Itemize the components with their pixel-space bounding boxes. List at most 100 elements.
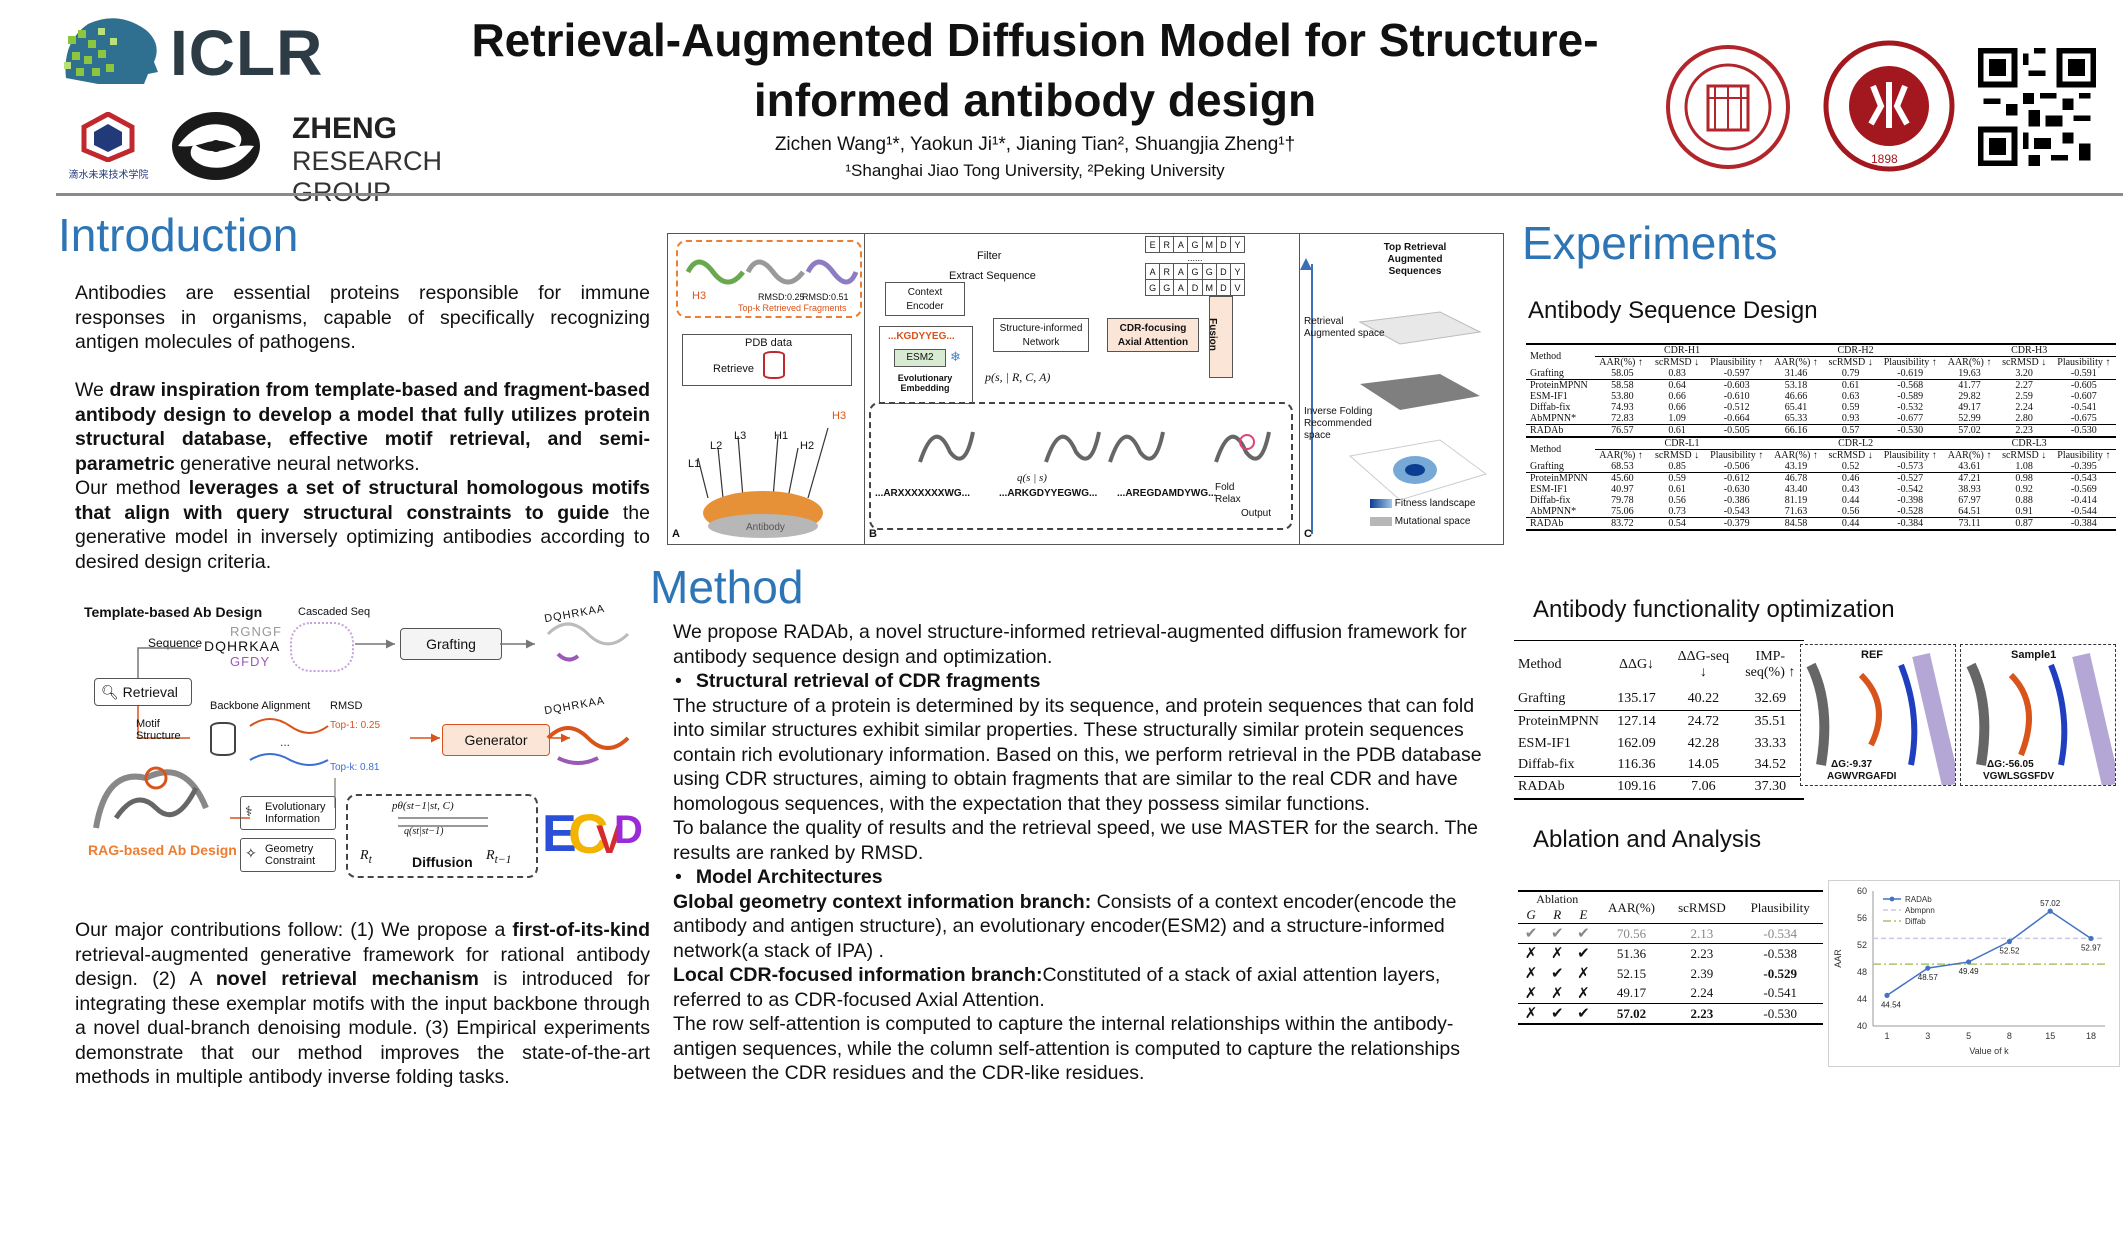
ref-structure-image[interactable]: REF ΔG:-9.37 AGWVRGAFDI [1800, 644, 1960, 788]
author-list: Zichen Wang¹*, Yaokun Ji¹*, Jianing Tian… [774, 134, 1296, 155]
loop-labels: L1 L2 L3 H1 H2 H3 Antibody [668, 388, 864, 538]
value-cell: -0.589 [1897, 391, 1924, 402]
backbone-alignment-label: Backbone Alignment [210, 700, 311, 712]
p-cond-label: p(s, | R, C, A) [985, 370, 1051, 384]
abl-scrmsd-header: scRMSD [1678, 899, 1726, 915]
value-cell: -0.619 [1897, 368, 1924, 379]
msa-cell: V [1229, 279, 1246, 296]
sample1-seq: VGWLSGSFDV [1983, 771, 2055, 782]
panel-c-label: C [1304, 528, 1312, 540]
value-cell: 116.36 [1617, 757, 1656, 773]
panel-a-label: A [672, 528, 680, 540]
rmsd1-label: RMSD:0.25 [758, 292, 805, 302]
loop-h3: H3 [832, 410, 847, 422]
method-cell: ProteinMPNN [1530, 473, 1588, 484]
value-cell: 46.66 [1784, 391, 1808, 402]
value-cell: -0.530 [2070, 425, 2097, 436]
abl-plaus-header: Plausibility [1750, 899, 1810, 915]
msa-ellipsis: ...... [1187, 253, 1203, 263]
generator-box: Generator [442, 724, 550, 756]
topk-fragments-label: Top-k Retrieved Fragments [738, 303, 847, 313]
fold-label: Fold [1215, 482, 1235, 493]
header: ICLR 滴水未来技术学院 ZHENG RESEARCH GROUP Retri… [0, 0, 2123, 207]
value-cell: 31.46 [1784, 368, 1808, 379]
subcol-header: Plausibility ↑ [1710, 450, 1764, 461]
value-cell: 0.52 [1841, 461, 1860, 472]
ablation-flag: ✗ [1550, 985, 1564, 1002]
value-cell: 51.36 [1616, 945, 1647, 961]
method-cell: ProteinMPNN [1518, 713, 1599, 729]
x-axis-label: Value of k [1969, 1046, 2009, 1056]
method-cell: RADAb [1530, 425, 1564, 436]
value-cell: 19.63 [1958, 368, 1981, 379]
value-cell: 49.17 [1616, 985, 1647, 1001]
value-cell: -0.569 [2070, 484, 2097, 495]
value-cell: -0.597 [1723, 368, 1750, 379]
value-cell: -0.395 [2070, 461, 2097, 472]
subcol-header: Plausibility ↑ [1883, 357, 1937, 368]
subcol-header: scRMSD ↓ [2002, 450, 2047, 461]
func-header: ΔΔG↓ [1618, 656, 1655, 672]
topk-label: Top-k: 0.81 [330, 762, 380, 773]
qr-code[interactable] [1978, 48, 2096, 166]
antibody-label: Antibody [746, 522, 785, 533]
sample1-structure-image[interactable]: Sample1 ΔG:-56.05 VGWLSGSFDV [1960, 644, 2120, 788]
subcol-header: Plausibility ↑ [2057, 357, 2111, 368]
intro-p3-c: the generative model in inversely optimi… [75, 501, 650, 573]
chain-seq-2: ...ARKGDYYEGWG... [999, 488, 1098, 499]
introduction-title: Introduction [58, 209, 299, 261]
value-cell: -0.384 [1897, 518, 1924, 529]
seq-structure-icon [546, 622, 630, 662]
value-cell: 7.06 [1691, 779, 1716, 795]
value-cell: -0.414 [2070, 495, 2097, 506]
retrieval-button-box: 🔍︎ Retrieval [94, 678, 192, 706]
q-cond-label: q(s | s) [1017, 472, 1047, 484]
intro-p2-c: generative neural networks. [174, 452, 420, 475]
intro-paragraph-2: We draw inspiration from template-based … [75, 378, 650, 476]
value-cell: 0.83 [1668, 368, 1686, 379]
abl-aar-header: AAR(%) [1608, 899, 1655, 915]
value-cell: 75.06 [1611, 506, 1634, 517]
value-cell: 0.91 [2015, 506, 2033, 517]
msa-cell: D [1215, 263, 1231, 280]
value-cell: 0.66 [1668, 402, 1686, 413]
value-cell: 0.66 [1668, 391, 1686, 402]
value-cell: -0.528 [1897, 506, 1924, 517]
method-local: Local CDR-focused information branch:Con… [673, 964, 1441, 1011]
loop-h2: H2 [800, 440, 815, 452]
func-header: ΔΔG-seq ↓ [1677, 648, 1730, 680]
value-cell: -0.675 [2070, 413, 2097, 424]
value-cell: 0.61 [1841, 380, 1860, 391]
msa-cell: A [1173, 236, 1189, 253]
value-cell: 71.63 [1784, 506, 1808, 517]
method-cell: RADAb [1530, 518, 1564, 529]
sequence-design-table: Method CDR-H1 CDR-H2 CDR-H3 AAR(%) ↑scRM… [1526, 343, 2116, 531]
y-tick-label: 52 [1857, 940, 1867, 950]
seq-method-header: Method [1530, 351, 1562, 362]
sjtu-seal [1665, 44, 1791, 170]
value-cell: 0.64 [1668, 380, 1686, 391]
x-tick-label: 8 [2007, 1031, 2012, 1041]
y-tick-label: 60 [1857, 886, 1867, 896]
method-overview-figure: H3 RMSD:0.25 RMSD:0.51 Top-k Retrieved F… [667, 233, 1504, 545]
data-point [2047, 908, 2053, 914]
l1-header: CDR-L1 [1664, 438, 1700, 449]
output-label: Output [1241, 508, 1272, 519]
func-header: Method [1518, 656, 1562, 672]
value-cell: 34.52 [1754, 757, 1787, 773]
sjtu-seal-icon [1666, 45, 1790, 169]
swirl-logo-icon [172, 112, 260, 180]
method-cell: RADAb [1518, 779, 1565, 795]
value-cell: 2.24 [2015, 402, 2033, 413]
